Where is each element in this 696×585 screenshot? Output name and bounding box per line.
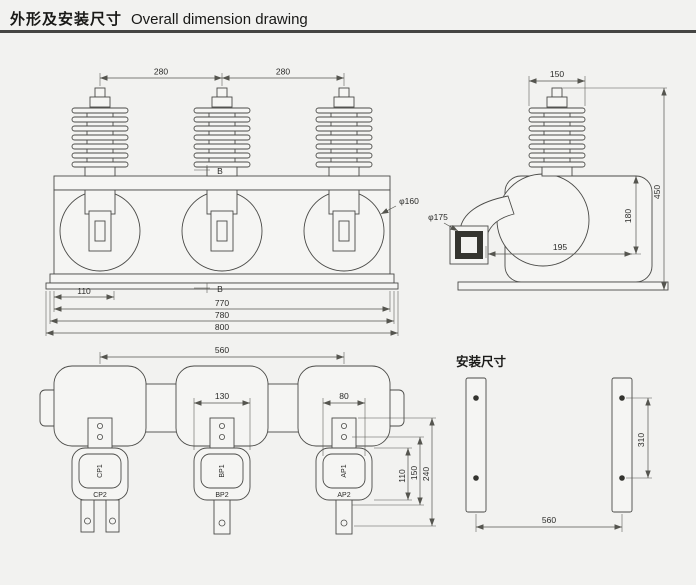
terminal-cp2-label: CP2 (93, 492, 107, 499)
terminal-bp2-label: BP2 (215, 492, 228, 499)
bottom-view: 560 130 80 110 150 240 CP1 CP2 BP1 BP2 A… (39, 345, 436, 535)
dim-150-label: 150 (550, 69, 564, 79)
dim-inst-560-label: 560 (542, 515, 556, 525)
dim-phi175-label: φ175 (428, 212, 448, 222)
install-mounting-holes (473, 395, 625, 481)
terminal-ap1-label: AP1 (341, 464, 348, 477)
dim-v110-label: 110 (397, 469, 407, 483)
install-section-title: 安装尺寸 (456, 354, 507, 369)
terminal-bp1-label: BP1 (219, 464, 226, 477)
front-dimension-lines (46, 75, 398, 336)
side-view: 150 450 180 φ175 195 (428, 69, 669, 291)
dim-280-right-label: 280 (276, 67, 290, 77)
front-bushing-center (193, 87, 251, 177)
dim-770-label: 770 (215, 298, 229, 308)
section-b-bottom-label: B (217, 284, 223, 294)
side-bushing (528, 87, 586, 177)
front-tank (45, 175, 399, 290)
front-base-plate (49, 273, 395, 284)
front-view: 280 280 φ160 110 770 780 800 B B (45, 67, 419, 336)
dim-780-label: 780 (215, 310, 229, 320)
install-extension-lines (475, 397, 652, 532)
dim-180-label: 180 (623, 209, 633, 223)
terminal-plate-ap (315, 447, 373, 501)
front-bushing-left (71, 87, 129, 177)
dim-280-left-label: 280 (154, 67, 168, 77)
install-view: 安装尺寸 310 560 (456, 354, 652, 532)
page-title-en: Overall dimension drawing (131, 11, 308, 28)
side-base-plate (457, 281, 669, 291)
section-b-top-label: B (217, 166, 223, 176)
terminal-cp1-label: CP1 (97, 464, 104, 478)
dim-800-label: 800 (215, 322, 229, 332)
dim-v240-label: 240 (421, 467, 431, 481)
dim-195-label: 195 (553, 242, 567, 252)
install-rail-left (465, 377, 487, 513)
terminal-stems (87, 417, 357, 449)
front-bushing-right (315, 87, 373, 177)
install-dimension-lines (476, 398, 651, 530)
terminal-tabs (80, 499, 353, 535)
bottom-body (39, 365, 405, 447)
bottom-dimension-lines (100, 354, 435, 526)
dim-560-label: 560 (215, 345, 229, 355)
side-extension-lines (485, 76, 667, 291)
dim-450-label: 450 (652, 185, 662, 199)
dim-310-label: 310 (636, 433, 646, 447)
dim-phi160-label: φ160 (399, 196, 419, 206)
side-dimension-lines (443, 78, 667, 290)
terminal-plate-bp (193, 447, 251, 501)
dim-80-label: 80 (339, 391, 349, 401)
phi160-leader (380, 205, 397, 215)
page-header: 外形及安装尺寸 Overall dimension drawing (0, 0, 696, 33)
terminal-ap2-label: AP2 (337, 492, 350, 499)
section-b-markers (194, 165, 210, 293)
side-body (449, 173, 669, 291)
dim-110-label: 110 (77, 286, 91, 296)
front-base-channel (45, 282, 399, 290)
terminal-plate-cp (71, 447, 129, 501)
dim-130-label: 130 (215, 391, 229, 401)
install-rail-right (611, 377, 633, 513)
phi175-leader (443, 222, 459, 232)
dim-v150-label: 150 (409, 466, 419, 480)
page-title-zh: 外形及安装尺寸 (10, 11, 123, 28)
